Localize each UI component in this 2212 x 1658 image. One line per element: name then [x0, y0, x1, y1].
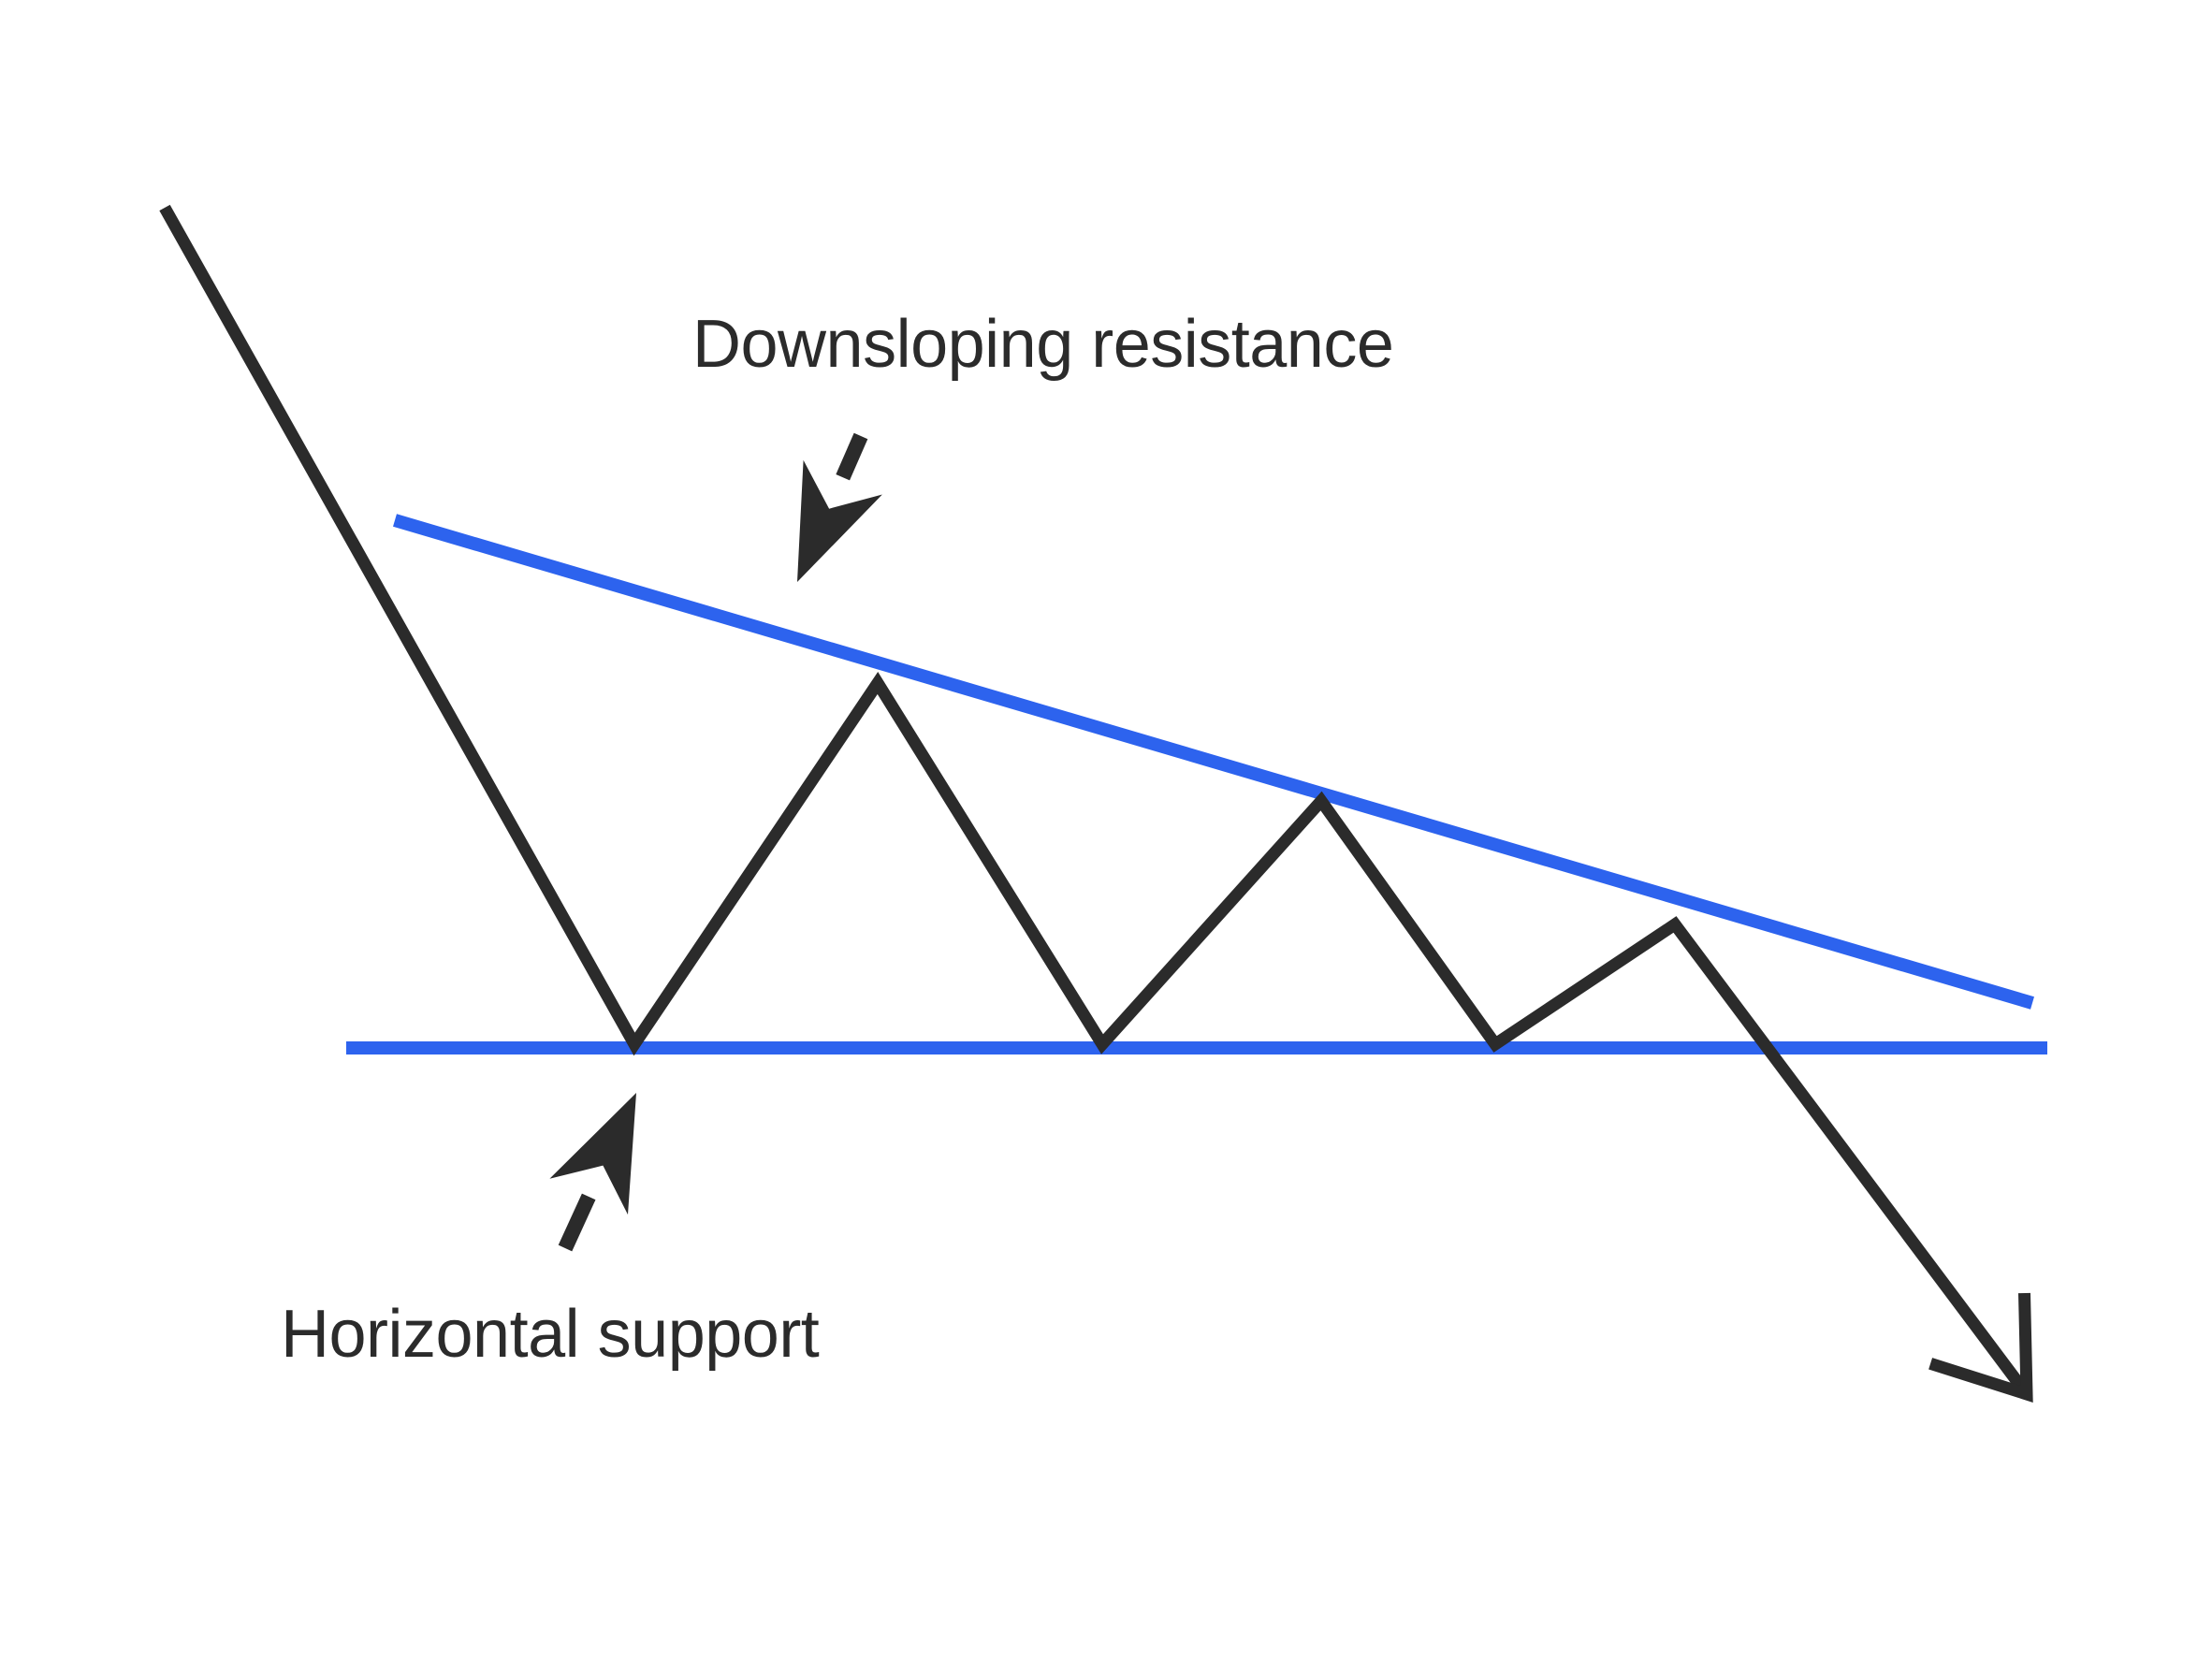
- resistance-annotation-arrow-head-icon: [797, 459, 882, 582]
- price-action-line: [159, 204, 2032, 1398]
- downsloping-resistance-line: [393, 514, 2034, 1010]
- support-label: Horizontal support: [281, 1297, 820, 1372]
- support-annotation-arrow-head-icon: [549, 1093, 636, 1215]
- resistance-annotation-arrow-shaft: [836, 432, 868, 481]
- support-annotation-arrow-shaft: [558, 1193, 596, 1252]
- breakdown-arrow-head-icon: [1928, 1292, 2033, 1403]
- resistance-label: Downsloping resistance: [692, 307, 1393, 382]
